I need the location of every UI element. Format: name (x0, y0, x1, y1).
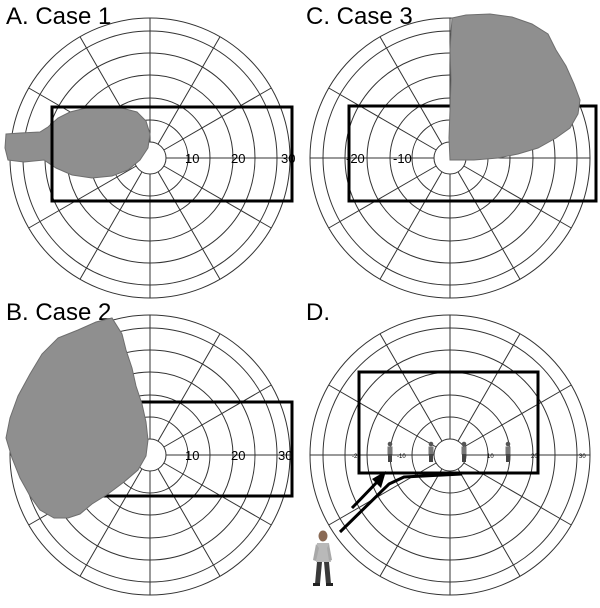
tick-label: -10 (397, 454, 406, 460)
arrowhead-icon (372, 471, 386, 488)
panel-title-case-3: C. Case 3 (306, 3, 413, 30)
polar-spoke (379, 468, 443, 577)
tick-label: -20 (352, 454, 361, 460)
polar-spoke (463, 384, 572, 448)
tick-label: 30 (278, 448, 292, 463)
region-blob-case-1 (4, 106, 151, 179)
polar-grid-d (309, 314, 591, 596)
small-figure-icon (387, 441, 393, 462)
polar-spoke (379, 171, 443, 280)
polar-spoke (157, 36, 221, 145)
panel-title-case-2: B. Case 2 (6, 299, 111, 326)
polar-spoke (379, 36, 443, 145)
tick-label: 30 (579, 454, 586, 460)
polar-spoke (163, 462, 272, 526)
polar-spoke (79, 171, 143, 280)
person-icon (313, 530, 333, 586)
panel-case-3: C. Case 3 -20 -10 (306, 3, 598, 299)
tick-label: 10 (487, 454, 494, 460)
polar-spoke (28, 165, 137, 229)
tick-label: 30 (281, 151, 295, 166)
polar-spoke (163, 165, 272, 229)
tick-label: 10 (185, 151, 199, 166)
polar-spoke (163, 384, 272, 448)
polar-spoke (328, 165, 437, 229)
panel-title-d: D. (306, 299, 330, 326)
frame-rect-d (357, 370, 540, 475)
polar-spoke (457, 171, 521, 280)
polar-ring (433, 438, 467, 472)
polar-spoke (163, 87, 272, 151)
tick-label: 20 (531, 454, 538, 460)
tick-label: -10 (393, 151, 412, 166)
region-blob-case-3 (448, 13, 581, 161)
small-figure-icon (461, 441, 467, 462)
polar-spoke (157, 171, 221, 280)
panel-case-1: A. Case 1 10 20 30 (4, 3, 295, 299)
polar-spoke (457, 333, 521, 442)
polar-spoke (79, 468, 143, 577)
walk-path-line (338, 472, 463, 534)
polar-spoke (157, 468, 221, 577)
tick-label: 20 (231, 151, 245, 166)
region-blob-case-2 (5, 317, 149, 519)
polar-spoke (463, 165, 572, 229)
small-figure-icon (428, 441, 434, 462)
panel-d: D. -20 -10 10 20 30 (306, 299, 591, 596)
panel-case-2: B. Case 2 10 20 30 (5, 299, 294, 596)
polar-spoke (457, 468, 521, 577)
tick-label: 20 (231, 448, 245, 463)
polar-spoke (157, 333, 221, 442)
tick-label: 10 (185, 448, 199, 463)
frame-rect-case-1 (50, 105, 294, 203)
arrow-line (350, 478, 381, 510)
polar-spoke (328, 87, 437, 151)
small-figure-icon (505, 441, 511, 462)
polar-spoke (379, 333, 443, 442)
tick-label: -20 (346, 151, 365, 166)
polar-spoke (328, 384, 437, 448)
panel-title-case-1: A. Case 1 (6, 3, 111, 30)
